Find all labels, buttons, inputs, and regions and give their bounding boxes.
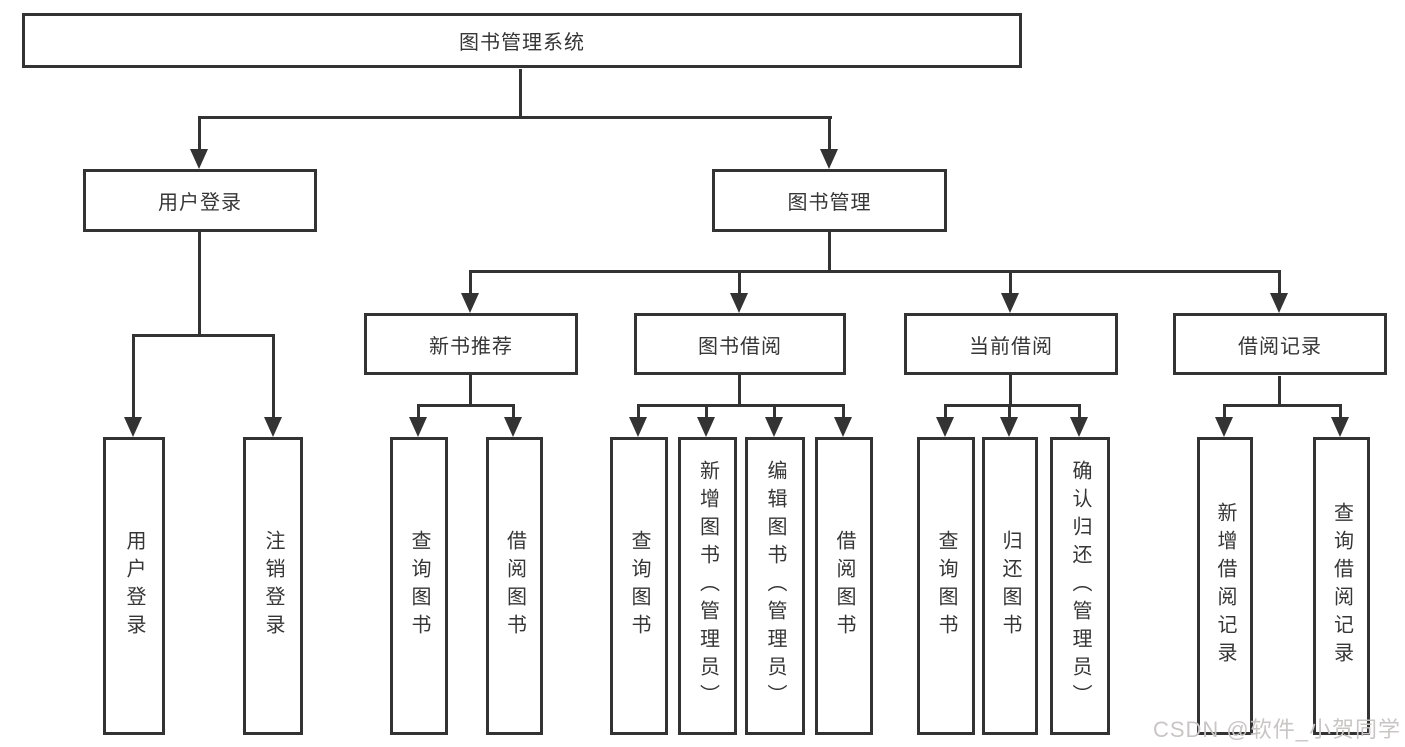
arrow-down-icon bbox=[1070, 407, 1088, 437]
node-leaf-confirm-return-admin: 确认归还（管理员） bbox=[1050, 437, 1110, 735]
connector-line bbox=[417, 404, 515, 407]
arrow-down-icon bbox=[1000, 407, 1018, 437]
node-leaf-query-books-2: 查询图书 bbox=[610, 437, 668, 735]
arrow-down-icon bbox=[730, 273, 748, 313]
connector-line bbox=[519, 69, 522, 119]
node-root: 图书管理系统 bbox=[22, 13, 1022, 68]
node-current-borrow: 当前借阅 bbox=[904, 313, 1118, 375]
connector-line bbox=[198, 232, 201, 337]
node-leaf-add-borrow-record: 新增借阅记录 bbox=[1197, 437, 1253, 735]
node-leaf-user-login: 用户登录 bbox=[103, 437, 165, 735]
arrow-down-icon bbox=[936, 407, 954, 437]
arrow-down-icon bbox=[461, 273, 479, 313]
node-book-borrow: 图书借阅 bbox=[634, 313, 846, 375]
arrow-down-icon bbox=[1331, 407, 1349, 437]
node-user-login: 用户登录 bbox=[83, 169, 317, 232]
arrow-down-icon bbox=[765, 407, 783, 437]
watermark: CSDN @软件_小贺同学 bbox=[1152, 717, 1401, 742]
node-leaf-edit-books-admin: 编辑图书（管理员） bbox=[745, 437, 805, 735]
arrow-down-icon bbox=[629, 407, 647, 437]
connector-line bbox=[944, 404, 1081, 407]
connector-line bbox=[828, 232, 831, 273]
arrow-down-icon bbox=[504, 407, 522, 437]
arrow-down-icon bbox=[1001, 273, 1019, 313]
arrow-down-icon bbox=[820, 119, 838, 169]
node-leaf-borrow-books-1: 借阅图书 bbox=[486, 437, 543, 735]
arrow-down-icon bbox=[190, 119, 208, 169]
node-leaf-return-books: 归还图书 bbox=[982, 437, 1038, 735]
connector-line bbox=[469, 270, 1281, 273]
node-leaf-logout: 注销登录 bbox=[243, 437, 303, 735]
connector-line bbox=[198, 116, 832, 119]
connector-line bbox=[738, 375, 741, 407]
node-leaf-borrow-books-2: 借阅图书 bbox=[815, 437, 873, 735]
arrow-down-icon bbox=[697, 407, 715, 437]
arrow-down-icon bbox=[834, 407, 852, 437]
node-book-management: 图书管理 bbox=[712, 169, 947, 232]
connector-line bbox=[469, 375, 472, 407]
node-leaf-query-books-1: 查询图书 bbox=[390, 437, 448, 735]
arrow-down-icon bbox=[1270, 273, 1288, 313]
arrow-down-icon bbox=[264, 337, 282, 437]
node-leaf-query-borrow-record: 查询借阅记录 bbox=[1313, 437, 1370, 735]
node-new-book-recommend: 新书推荐 bbox=[364, 313, 578, 375]
arrow-down-icon bbox=[409, 407, 427, 437]
node-borrow-records: 借阅记录 bbox=[1173, 313, 1387, 375]
connector-line bbox=[132, 334, 275, 337]
arrow-down-icon bbox=[124, 337, 142, 437]
connector-line bbox=[637, 404, 845, 407]
node-leaf-query-books-3: 查询图书 bbox=[917, 437, 975, 735]
node-leaf-add-books-admin: 新增图书（管理员） bbox=[678, 437, 737, 735]
connector-line bbox=[1278, 376, 1281, 407]
connector-line bbox=[1009, 375, 1012, 407]
connector-line bbox=[1223, 404, 1342, 407]
arrow-down-icon bbox=[1215, 407, 1233, 437]
